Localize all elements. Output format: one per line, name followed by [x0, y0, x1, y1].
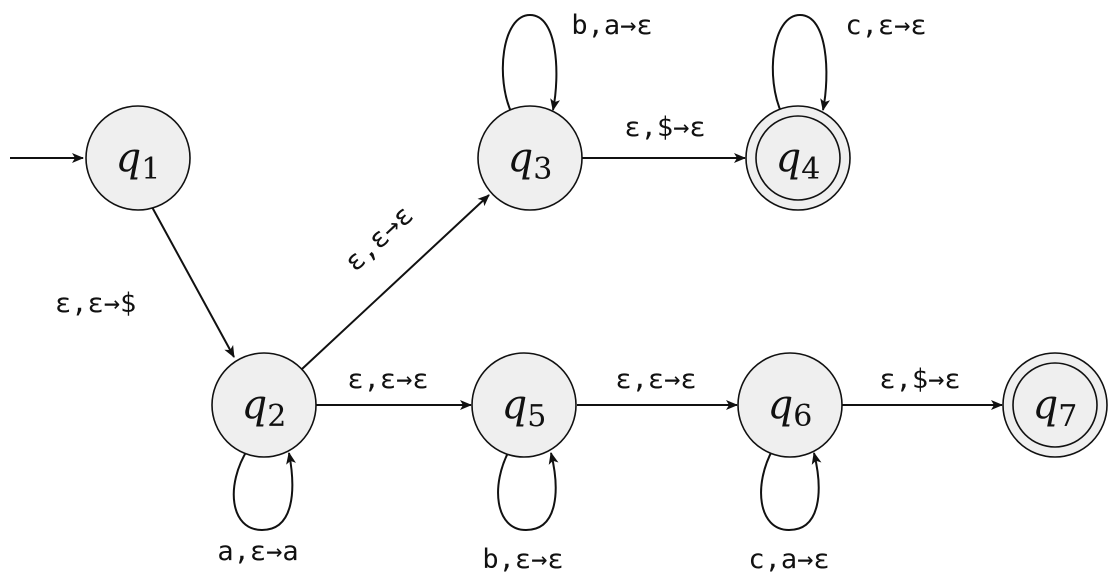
label-q6-q7: ε,$→ε: [879, 364, 960, 395]
self-loop-q3: [501, 13, 561, 115]
svg-text:q4: q4: [776, 135, 821, 187]
state-q5-subscript: 5: [527, 399, 546, 434]
label-q3-loop: b,a→ε: [571, 10, 652, 41]
svg-text:q7: q7: [1033, 382, 1078, 434]
state-q4-name: q: [776, 135, 802, 181]
state-q1-name: q: [116, 135, 142, 181]
label-q3-q4: ε,$→ε: [624, 112, 705, 143]
state-q1-subscript: 1: [141, 152, 160, 187]
self-loop-q4: [771, 13, 831, 115]
label-q4-loop: c,ε→ε: [845, 10, 926, 41]
state-q2: q2: [211, 352, 317, 458]
state-q1: q1: [85, 105, 191, 211]
label-q5-loop: b,ε→ε: [482, 544, 563, 575]
svg-text:q3: q3: [508, 135, 553, 187]
state-q5-name: q: [502, 382, 528, 428]
label-q6-loop: c,a→ε: [748, 544, 829, 575]
label-q2-q3: ε,ε→ε: [339, 200, 420, 278]
state-q7: q7: [1002, 352, 1108, 458]
state-q6-name: q: [768, 382, 794, 428]
state-q6-subscript: 6: [793, 399, 812, 434]
svg-text:q5: q5: [502, 382, 547, 434]
state-q2-subscript: 2: [267, 399, 286, 434]
label-q1-q2: ε,ε→$: [55, 288, 136, 319]
label-q2-loop: a,ε→a: [217, 536, 298, 567]
self-loop-q6: [760, 448, 822, 532]
state-q3-name: q: [508, 135, 534, 181]
svg-text:q6: q6: [768, 382, 813, 434]
transition-q2-q3: [301, 194, 490, 370]
self-loop-q2: [232, 448, 296, 532]
transition-q1-q2: [151, 206, 235, 358]
svg-text:q1: q1: [116, 135, 161, 187]
state-q3-subscript: 3: [533, 152, 552, 187]
label-q5-q6: ε,ε→ε: [615, 364, 696, 395]
state-q2-name: q: [242, 382, 268, 428]
state-q3: q3: [477, 105, 583, 211]
state-q4-subscript: 4: [801, 152, 820, 187]
self-loop-q5: [497, 448, 559, 532]
state-q6: q6: [737, 352, 843, 458]
label-q2-q5: ε,ε→ε: [347, 364, 428, 395]
state-q7-name: q: [1033, 382, 1059, 428]
state-q5: q5: [471, 352, 577, 458]
state-q7-subscript: 7: [1058, 399, 1077, 434]
state-q4: q4: [745, 105, 851, 211]
svg-text:q2: q2: [242, 382, 287, 434]
